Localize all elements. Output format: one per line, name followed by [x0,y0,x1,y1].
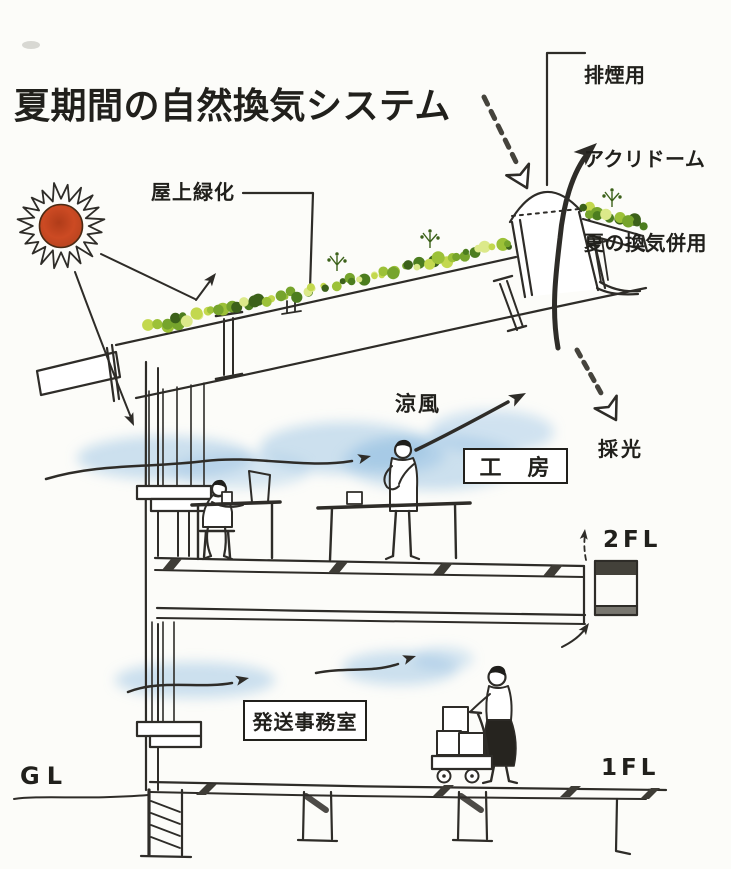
foundations [139,788,632,859]
air-through-floor-slit-arrow [561,623,589,648]
worktable [316,491,472,562]
ground-level-label: GL [20,762,69,790]
dome-annotation: 排煙用 アクリドーム 夏の換気併用 [584,5,707,285]
warm-air-rising-arrow [414,393,526,452]
sunlight-reflection-arrow [100,253,216,301]
push-cart [430,706,494,784]
workshop-label-box: 工 房 [463,448,568,484]
floor-level-2fl-arrow [579,529,588,561]
paper-smudge [22,41,40,49]
first-floor-level-label: 1FL [601,755,660,781]
standing-worker-figure [383,439,421,561]
dome-annotation-line2: アクリドーム [584,147,706,171]
breeze-arrow-1f-left [126,675,249,694]
sun-icon [16,182,106,270]
sloped-roof-structure [35,255,648,403]
sunlight-ray-to-wall-arrow [74,271,134,426]
second-floor-level-label: 2FL [603,527,662,553]
exhaust-air-arrow-through-dome [551,143,597,351]
daylight-dashed-arrow-interior [574,347,618,422]
second-floor-slab [153,556,639,626]
breeze-arrow-2f [44,454,371,481]
ground-line [13,794,149,800]
shipping-office-label-box: 発送事務室 [243,700,367,741]
first-floor-slab [148,780,668,800]
workshop-label: 工 房 [479,456,552,481]
desk-left [190,470,282,561]
breeze-arrow-1f-right [314,655,416,675]
cart-worker-figure [469,665,519,785]
roof-beyond-dome [581,217,649,293]
cool-breeze-label: 涼風 [395,392,441,416]
dome-annotation-line3: 夏の換気併用 [584,231,707,255]
dome-note-leader-line [545,51,587,187]
daylight-label: 採光 [598,437,644,461]
daylight-dashed-arrow-top [481,94,531,190]
left-wall [135,360,213,792]
shipping-office-label: 発送事務室 [252,710,358,734]
page-title: 夏期間の自然換気システム [14,86,451,127]
dome-annotation-line1: 排煙用 [584,63,646,87]
roof-greening-leader-line [241,191,315,291]
roof-greening-label: 屋上緑化 [151,180,235,204]
cool-air-clouds [77,410,554,698]
green-roof-vegetation [142,188,648,333]
